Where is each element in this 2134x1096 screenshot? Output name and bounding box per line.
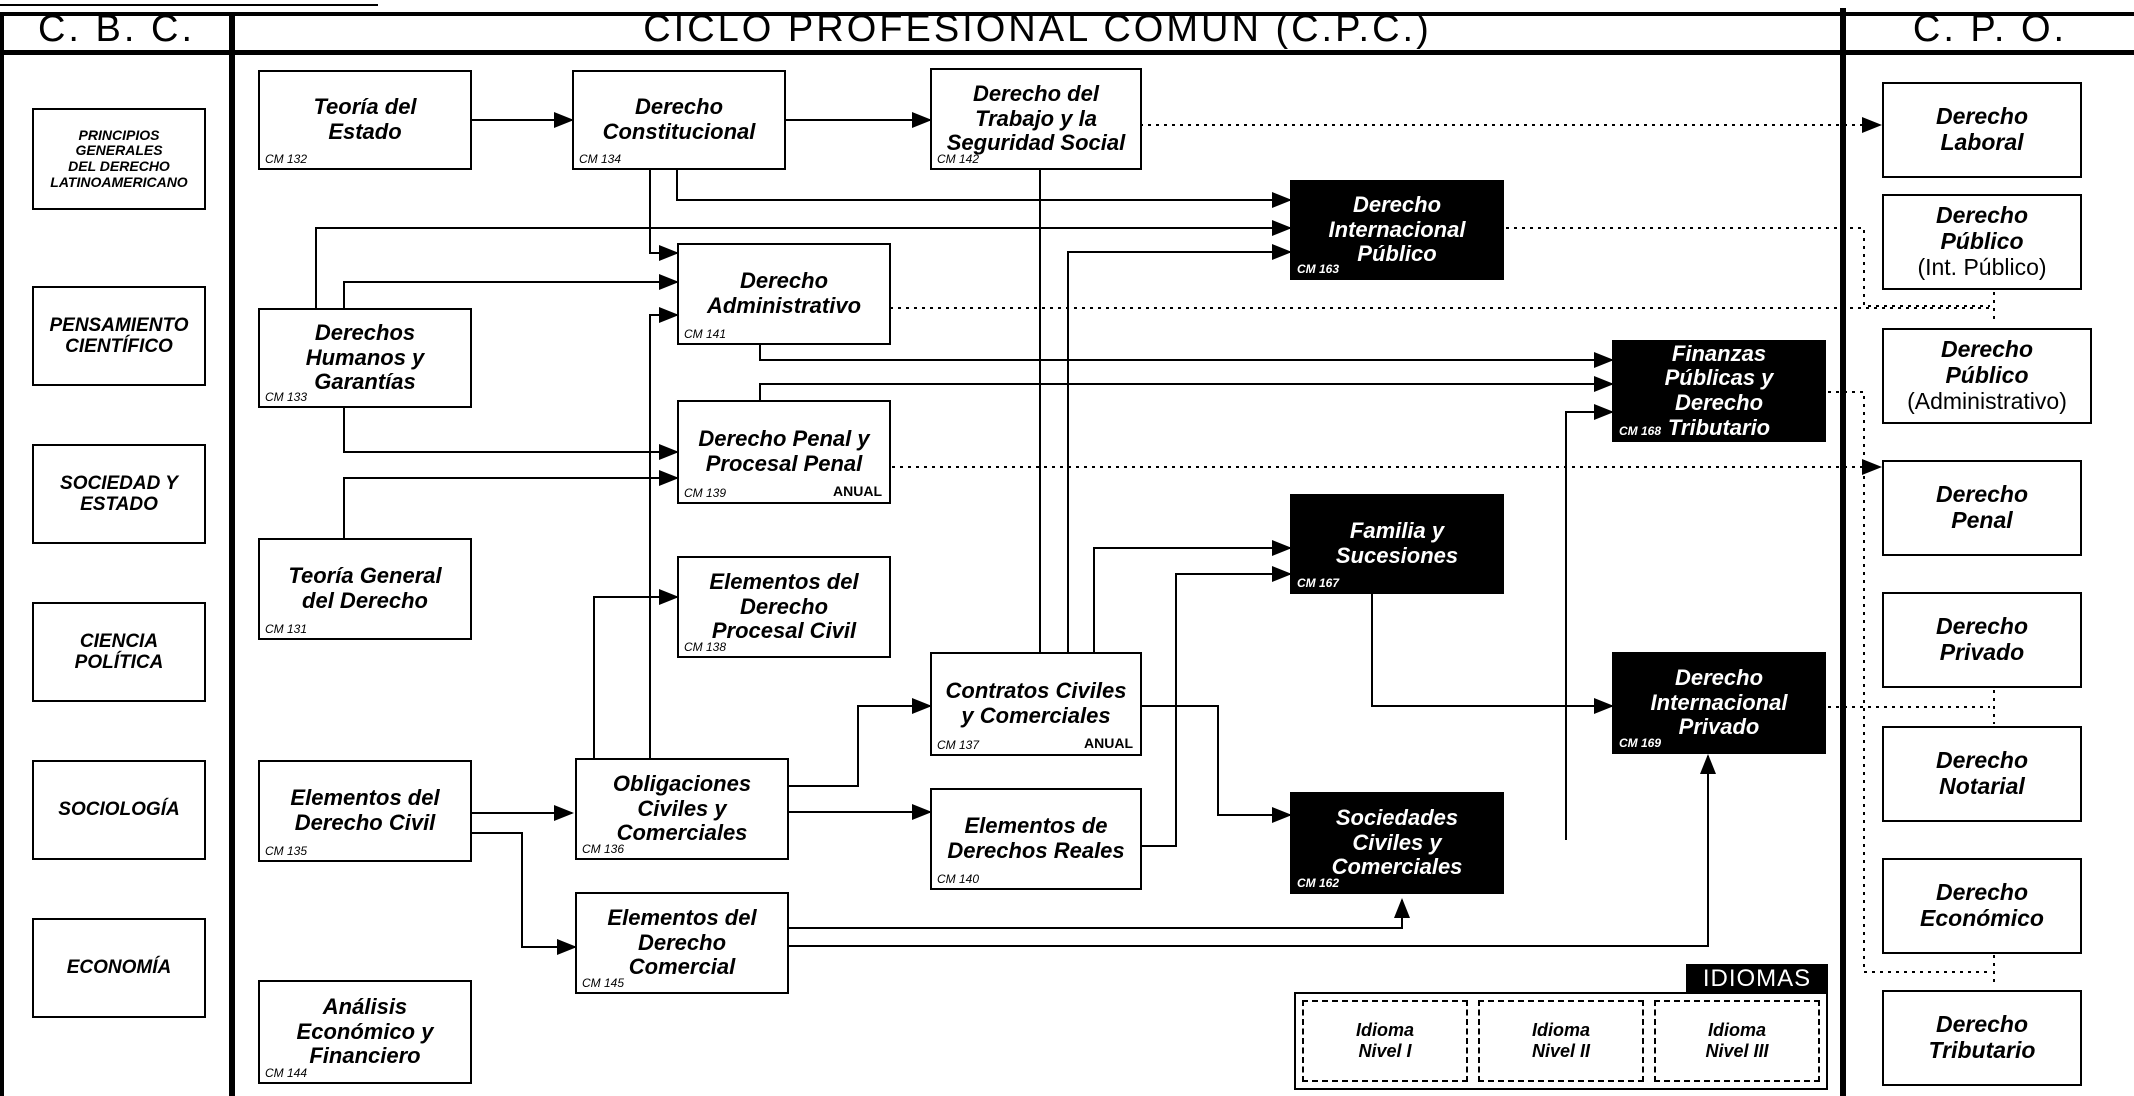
cbc-economia[interactable]: ECONOMÍA xyxy=(32,918,206,1018)
header-cpo: C. P. O. xyxy=(1912,7,2068,50)
subject-derechos-humanos[interactable]: Derechos Humanos y Garantías CM 133 xyxy=(258,308,472,408)
subject-sociedades[interactable]: Sociedades Civiles y Comerciales CM 162 xyxy=(1290,792,1504,894)
header-cpc: CICLO PROFESIONAL COMUN (C.P.C.) xyxy=(643,7,1432,50)
subject-derecho-internacional-privado[interactable]: Derecho Internacional Privado CM 169 xyxy=(1612,652,1826,754)
cpo-derecho-economico[interactable]: Derecho Económico xyxy=(1882,858,2082,954)
subject-familia-sucesiones[interactable]: Familia y Sucesiones CM 167 xyxy=(1290,494,1504,594)
idiomas-panel xyxy=(1294,992,1828,1090)
header-top-rule xyxy=(0,12,2134,16)
subject-contratos[interactable]: Contratos Civiles y Comerciales CM 137 A… xyxy=(930,652,1142,756)
subject-finanzas-publicas[interactable]: Finanzas Públicas y Derecho Tributario C… xyxy=(1612,340,1826,442)
cpo-derecho-penal[interactable]: Derecho Penal xyxy=(1882,460,2082,556)
subject-analisis-economico[interactable]: Análisis Económico y Financiero CM 144 xyxy=(258,980,472,1084)
cpo-derecho-laboral[interactable]: Derecho Laboral xyxy=(1882,82,2082,178)
subject-derecho-internacional-publico[interactable]: Derecho Internacional Público CM 163 xyxy=(1290,180,1504,280)
subject-obligaciones[interactable]: Obligaciones Civiles y Comerciales CM 13… xyxy=(575,758,789,860)
subject-derecho-constitucional[interactable]: Derecho Constitucional CM 134 xyxy=(572,70,786,170)
idioma-nivel-1[interactable]: Idioma Nivel I xyxy=(1302,1000,1468,1082)
divider-cpo xyxy=(1840,8,1846,1096)
top-left-rule xyxy=(0,4,378,6)
subject-procesal-civil[interactable]: Elementos del Derecho Procesal Civil CM … xyxy=(677,556,891,658)
idiomas-title: IDIOMAS xyxy=(1686,964,1828,994)
cbc-ciencia-politica[interactable]: CIENCIA POLÍTICA xyxy=(32,602,206,702)
subject-derecho-civil[interactable]: Elementos del Derecho Civil CM 135 xyxy=(258,760,472,862)
subject-derecho-comercial[interactable]: Elementos del Derecho Comercial CM 145 xyxy=(575,892,789,994)
header-bottom-rule xyxy=(0,50,2134,55)
cbc-principios-generales[interactable]: PRINCIPIOS GENERALES DEL DERECHO LATINOA… xyxy=(32,108,206,210)
cbc-sociedad-estado[interactable]: SOCIEDAD Y ESTADO xyxy=(32,444,206,544)
cpo-derecho-tributario[interactable]: Derecho Tributario xyxy=(1882,990,2082,1086)
idioma-nivel-3[interactable]: Idioma Nivel III xyxy=(1654,1000,1820,1082)
subject-teoria-estado[interactable]: Teoría del Estado CM 132 xyxy=(258,70,472,170)
cpo-derecho-publico-admin[interactable]: Derecho Público (Administrativo) xyxy=(1882,328,2092,424)
left-edge xyxy=(0,12,4,1096)
cpo-derecho-notarial[interactable]: Derecho Notarial xyxy=(1882,726,2082,822)
idioma-nivel-2[interactable]: Idioma Nivel II xyxy=(1478,1000,1644,1082)
subject-derecho-trabajo[interactable]: Derecho del Trabajo y la Seguridad Socia… xyxy=(930,68,1142,170)
divider-cbc xyxy=(229,12,235,1096)
cbc-sociologia[interactable]: SOCIOLOGÍA xyxy=(32,760,206,860)
subject-derechos-reales[interactable]: Elementos de Derechos Reales CM 140 xyxy=(930,788,1142,890)
cpo-derecho-privado[interactable]: Derecho Privado xyxy=(1882,592,2082,688)
subject-derecho-administrativo[interactable]: Derecho Administrativo CM 141 xyxy=(677,243,891,345)
subject-derecho-penal[interactable]: Derecho Penal y Procesal Penal CM 139 AN… xyxy=(677,400,891,504)
subject-teoria-general-derecho[interactable]: Teoría General del Derecho CM 131 xyxy=(258,538,472,640)
cpo-derecho-publico-int[interactable]: Derecho Público (Int. Público) xyxy=(1882,194,2082,290)
header-cbc: C. B. C. xyxy=(37,7,196,50)
cbc-pensamiento-cientifico[interactable]: PENSAMIENTO CIENTÍFICO xyxy=(32,286,206,386)
